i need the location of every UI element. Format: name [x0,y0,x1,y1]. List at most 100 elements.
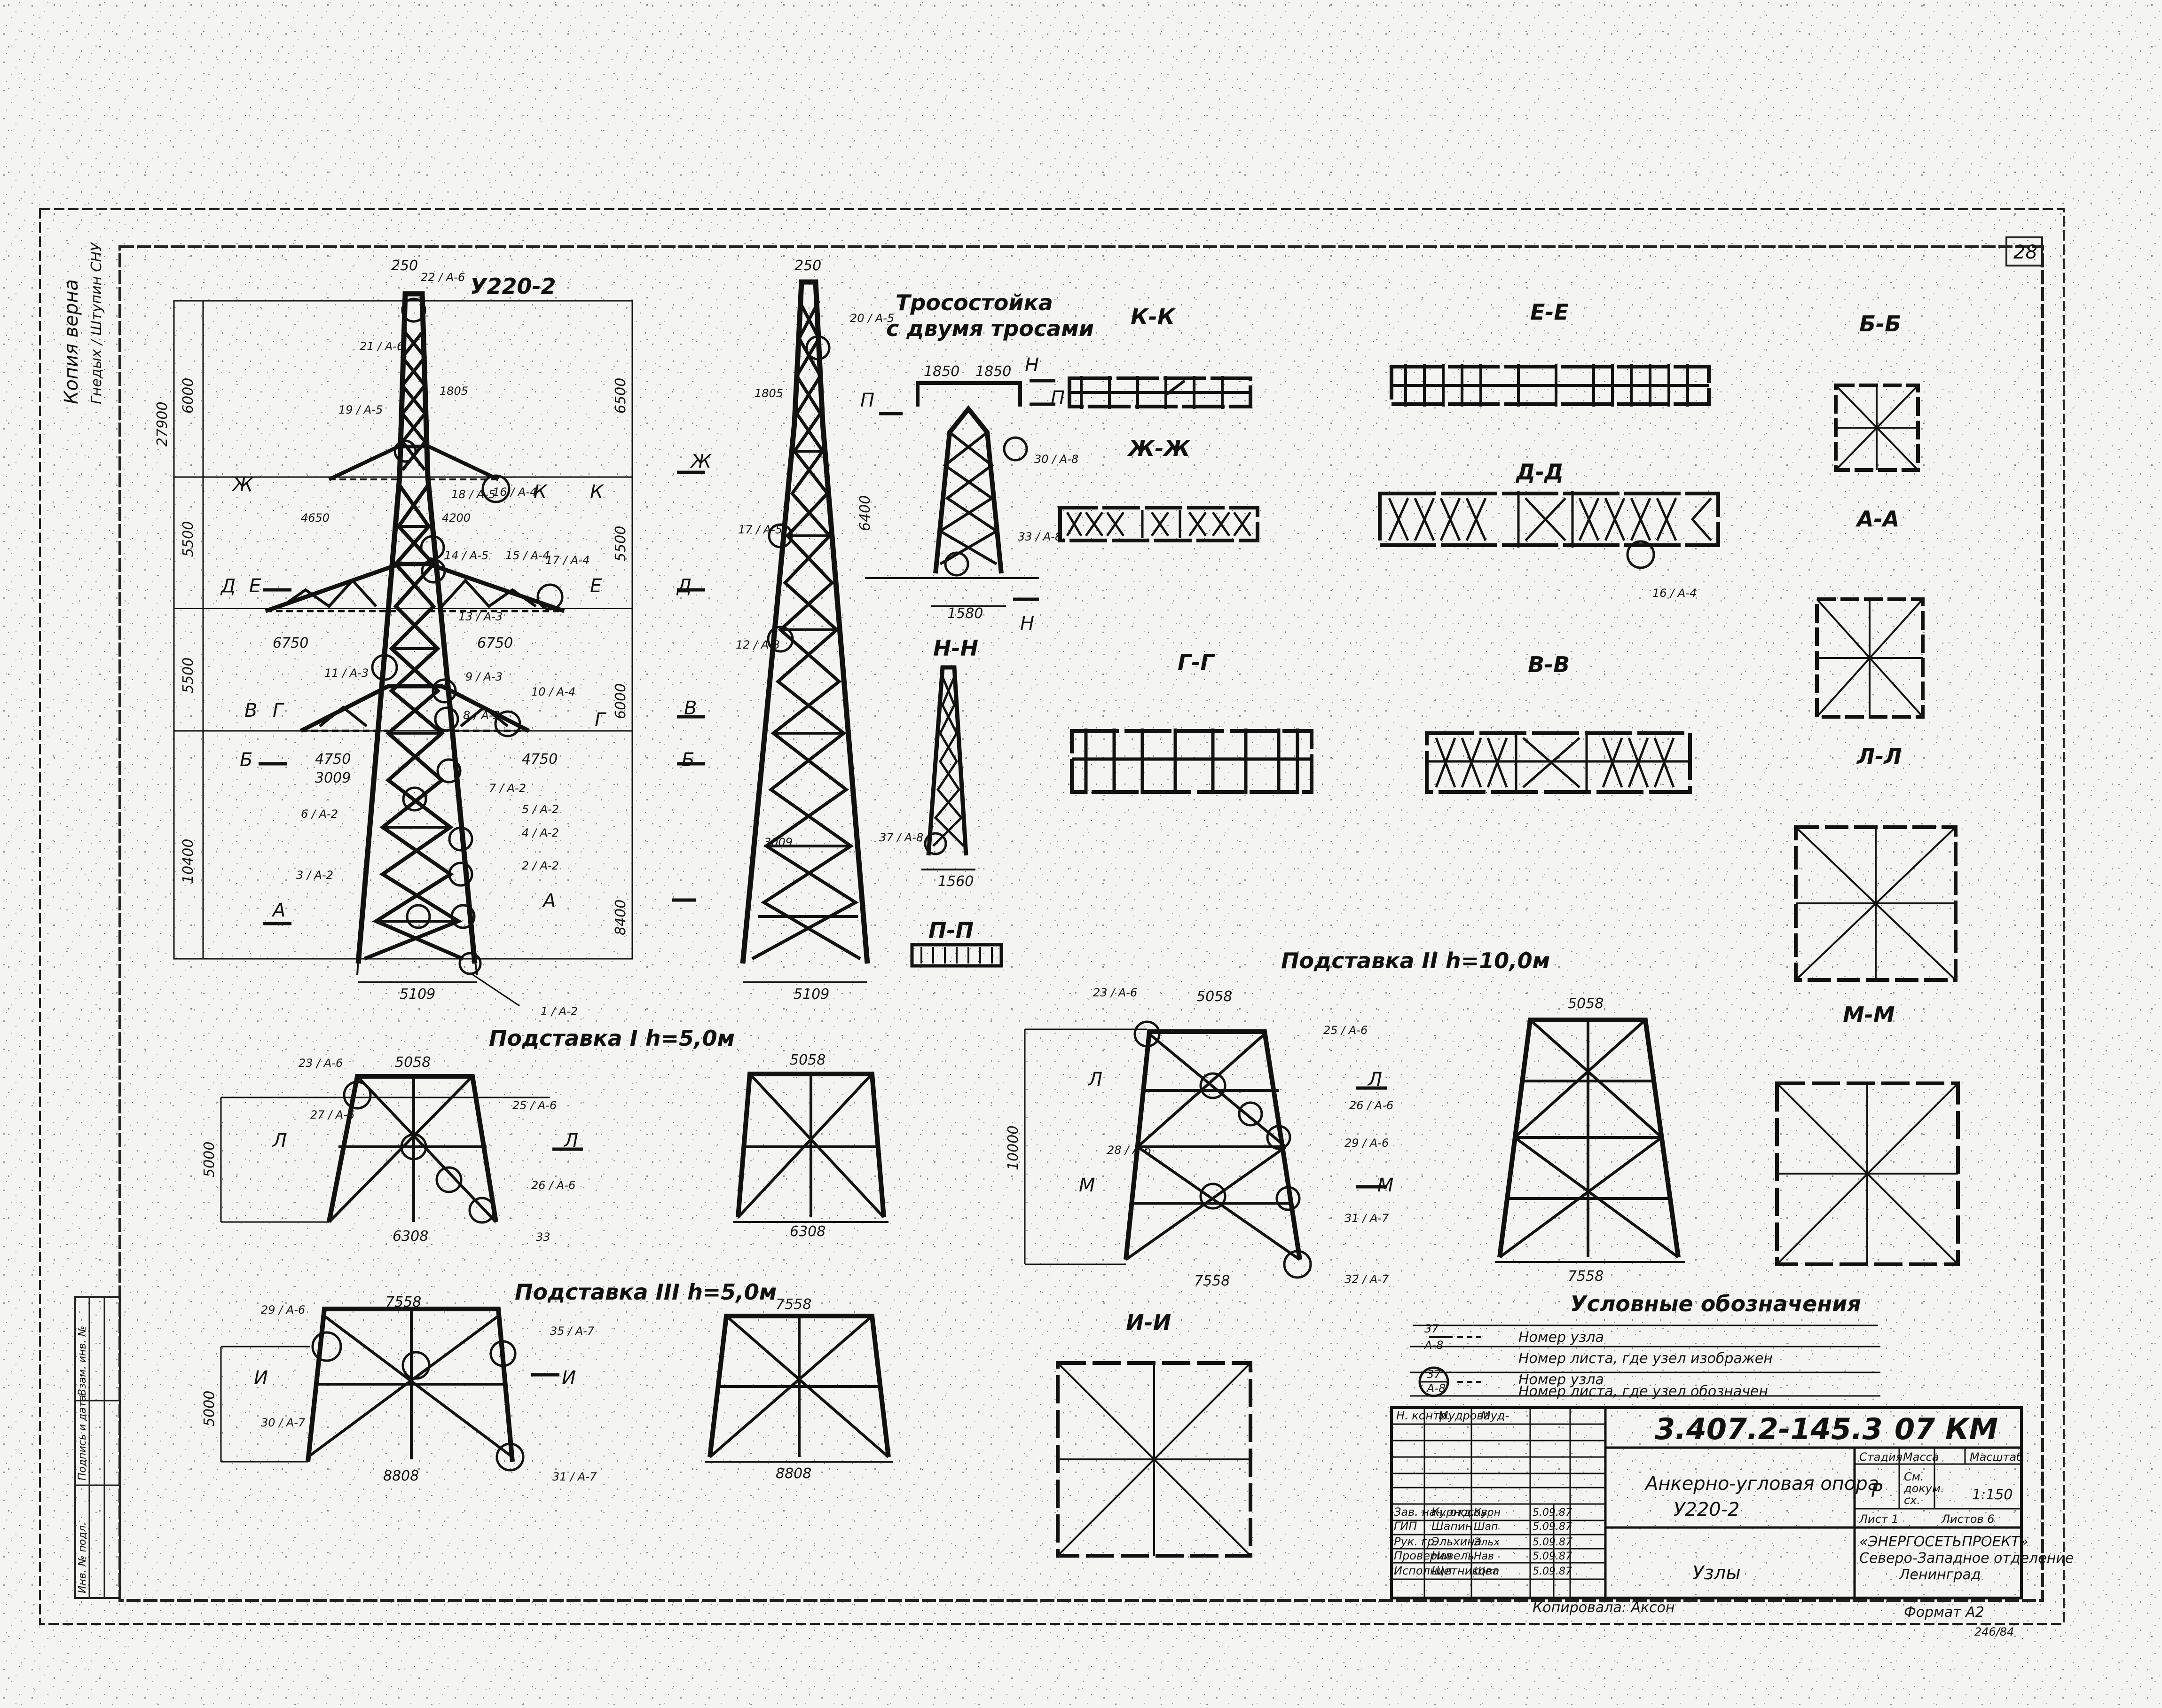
svg-text:6000: 6000 [180,378,197,414]
svg-text:13 / А-3: 13 / А-3 [458,610,503,623]
svg-text:29 / А-6: 29 / А-6 [261,1303,305,1316]
svg-text:250: 250 [794,258,821,274]
svg-text:28 / А-6: 28 / А-6 [1107,1144,1151,1157]
svg-text:Эльх: Эльх [1473,1536,1500,1548]
svg-text:10400: 10400 [180,839,197,884]
svg-text:Р: Р [1871,1480,1883,1502]
svg-text:Масштаб: Масштаб [1970,1450,2023,1464]
svg-text:Ж: Ж [231,474,254,496]
podstavka-1-elev-top: 5058 [790,1052,825,1068]
svg-text:Курносов: Курносов [1431,1505,1487,1519]
svg-text:Л: Л [563,1130,578,1152]
svg-text:Подпись и дата: Подпись и дата [77,1395,88,1481]
svg-text:10000: 10000 [1005,1126,1022,1170]
svg-text:сх.: сх. [1904,1494,1920,1507]
svg-text:Ж: Ж [690,451,712,472]
svg-text:«ЭНЕРГОСЕТЬПРОЕКТ»: «ЭНЕРГОСЕТЬПРОЕКТ» [1859,1534,2028,1550]
podstavka-3-elev-top: 7558 [776,1296,811,1313]
svg-text:И: И [562,1367,576,1389]
svg-text:Д: Д [676,575,692,597]
svg-text:Л: Л [1087,1069,1102,1090]
svg-text:23 / А-6: 23 / А-6 [1093,986,1137,999]
svg-text:5.09.87: 5.09.87 [1533,1551,1572,1562]
svg-text:1850: 1850 [975,363,1011,380]
svg-text:А: А [271,900,285,921]
section-k-k-title: К-К [1131,304,1176,329]
svg-text:Гнедых / Штупин СНУ: Гнедых / Штупин СНУ [88,242,105,404]
svg-text:Анкерно-угловая опора: Анкерно-угловая опора [1644,1473,1879,1495]
svg-text:26 / А-6: 26 / А-6 [1349,1099,1393,1112]
svg-text:П: П [1051,387,1065,409]
svg-text:Н: Н [1020,613,1034,635]
svg-text:Щет: Щет [1474,1566,1498,1577]
svg-text:М: М [1377,1175,1394,1196]
svg-text:6308: 6308 [393,1228,428,1245]
svg-text:7 / А-2: 7 / А-2 [489,782,526,795]
peak-labels: Тросостойка с двумя тросами 1850 1850 64… [857,290,1094,635]
svg-text:Шап: Шап [1474,1521,1498,1533]
svg-text:4 / А-2: 4 / А-2 [522,826,559,839]
podstavka-3-elevation [705,1314,893,1463]
svg-text:1:150: 1:150 [1972,1487,2013,1503]
svg-text:07 КМ: 07 КМ [1895,1412,1998,1446]
svg-text:См.: См. [1904,1470,1924,1483]
podstavka-2-plan [1024,1020,1387,1279]
svg-text:Номер листа, где узел обозначе: Номер листа, где узел обозначен [1518,1383,1768,1400]
section-zh-zh-title: Ж-Ж [1127,436,1191,461]
section-e-e-title: Е-Е [1530,299,1569,325]
side-tower-labels: 250 20 / А-5 1805 17 / А-5 12 / А-3 3009… [736,258,894,1003]
svg-text:6750: 6750 [273,635,308,651]
svg-text:5058: 5058 [395,1054,431,1071]
section-n-n [921,665,975,870]
title-block [1390,1406,2023,1599]
svg-text:Курн: Курн [1474,1507,1501,1519]
section-m-m [1775,1081,1960,1266]
svg-text:6 / А-2: 6 / А-2 [301,807,338,821]
svg-text:4750: 4750 [315,751,351,768]
svg-text:Проверил: Проверил [1394,1549,1452,1562]
svg-text:У220-2: У220-2 [1674,1499,1740,1520]
svg-text:3 / А-2: 3 / А-2 [296,869,333,882]
svg-text:31 / А-7: 31 / А-7 [552,1470,597,1483]
svg-text:Подставка III h=5,0м: Подставка III h=5,0м [515,1279,777,1305]
svg-text:1805: 1805 [755,387,783,400]
svg-text:Стадия: Стадия [1859,1450,1903,1464]
svg-text:Номер листа, где узел изображе: Номер листа, где узел изображен [1518,1350,1773,1367]
peak-elevation [865,379,1055,607]
podstavka-3-elev-bottom: 8808 [776,1465,811,1482]
section-v-v-title: В-В [1528,652,1570,677]
svg-text:11 / А-3: 11 / А-3 [324,666,369,680]
svg-text:М: М [1079,1175,1095,1196]
svg-text:1850: 1850 [924,363,959,380]
svg-text:1 / А-2: 1 / А-2 [541,1005,578,1018]
section-n-n-width: 1560 [938,873,974,890]
svg-text:12 / А-3: 12 / А-3 [736,638,780,651]
svg-text:9 / А-3: 9 / А-3 [465,670,503,683]
svg-text:Г: Г [595,709,606,731]
svg-text:А: А [542,890,556,912]
svg-text:14 / А-5: 14 / А-5 [444,549,488,562]
svg-text:Нав: Нав [1474,1551,1494,1562]
svg-text:17 / А-4: 17 / А-4 [545,554,590,567]
svg-text:18 / А-5: 18 / А-5 [451,488,495,501]
svg-text:5058: 5058 [1196,988,1232,1005]
svg-text:2 / А-2: 2 / А-2 [522,859,559,872]
svg-text:4200: 4200 [442,511,471,525]
svg-text:Эльхина: Эльхина [1431,1535,1481,1548]
side-tower [740,279,870,983]
svg-text:1805: 1805 [440,384,468,398]
podstavka-1-elev-bottom: 6308 [790,1223,825,1240]
svg-text:В: В [244,700,257,721]
svg-text:37: 37 [1424,1322,1439,1335]
svg-text:10 / А-4: 10 / А-4 [531,685,575,698]
section-d-d-node: 16 / А-4 [1652,587,1697,600]
svg-text:8400: 8400 [613,900,629,935]
svg-text:7558: 7558 [385,1294,421,1310]
svg-text:Рук. гр.: Рук. гр. [1394,1535,1438,1548]
svg-text:23 / А-6: 23 / А-6 [299,1057,343,1070]
svg-text:Ленинград: Ленинград [1899,1567,1981,1583]
svg-text:Копия верна: Копия верна [61,279,82,404]
svg-text:25 / А-6: 25 / А-6 [1323,1024,1368,1037]
svg-text:Н: Н [1025,354,1039,376]
